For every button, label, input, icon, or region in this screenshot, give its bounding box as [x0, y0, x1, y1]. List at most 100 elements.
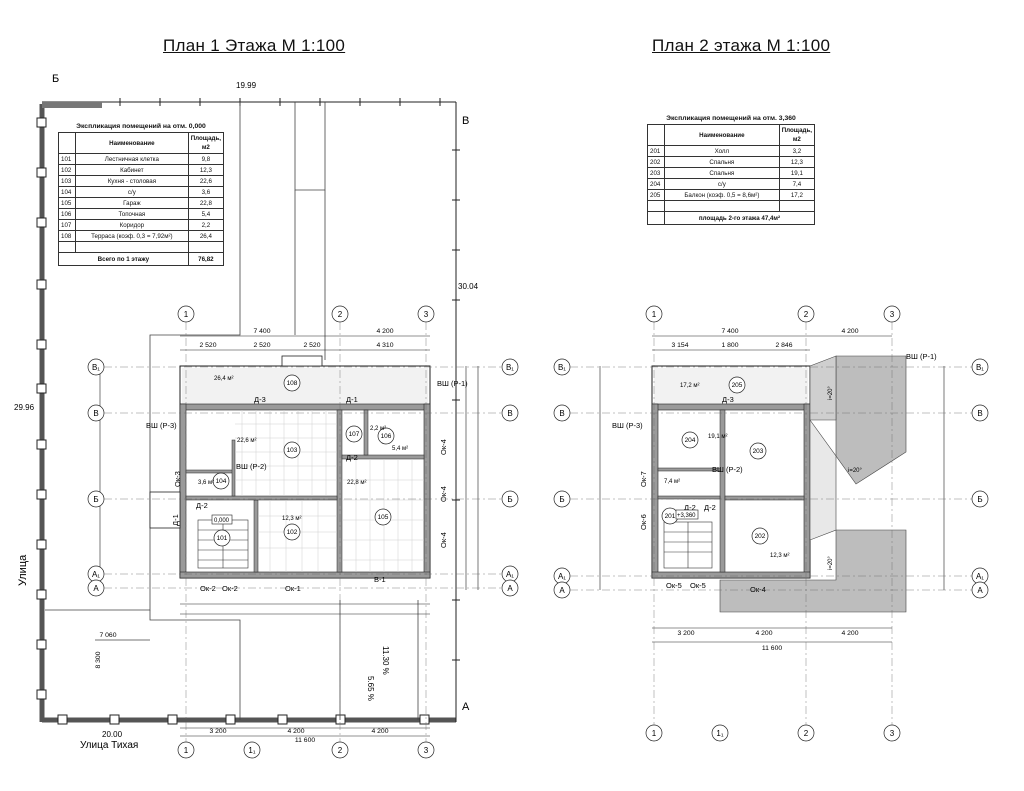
svg-text:Д-1: Д-1	[346, 395, 358, 404]
svg-text:Ок-2: Ок-2	[200, 584, 216, 593]
svg-text:3: 3	[424, 310, 429, 319]
col-name-header: Наименование	[75, 132, 189, 154]
svg-text:Ок-7: Ок-7	[639, 471, 648, 487]
plan2-room-areas: 17,2 м² 19,1 м² 12,3 м² 7,4 м²	[664, 383, 789, 559]
svg-text:2: 2	[804, 310, 809, 319]
svg-text:2 520: 2 520	[253, 342, 270, 349]
svg-text:1₁: 1₁	[248, 746, 255, 755]
col-area-header: Площадь, м2	[778, 124, 816, 146]
plan2-room-schedule: Экспликация помещений на отм. 3,360 Наим…	[647, 112, 816, 225]
plan1-room-markers: 101 102 103 104 105 106 107 108	[212, 374, 395, 547]
svg-text:7,4 м²: 7,4 м²	[664, 479, 680, 485]
svg-text:205: 205	[732, 382, 743, 389]
svg-text:22,8 м²: 22,8 м²	[347, 480, 366, 486]
svg-text:Б: Б	[977, 495, 982, 504]
svg-text:Б: Б	[507, 495, 512, 504]
svg-text:22,6 м²: 22,6 м²	[237, 438, 256, 444]
svg-text:20.00: 20.00	[102, 730, 123, 739]
plan2-building	[651, 355, 907, 613]
svg-text:i=20°: i=20°	[828, 555, 834, 570]
svg-text:А: А	[559, 586, 565, 595]
svg-text:4 200: 4 200	[287, 728, 304, 735]
room-105: 105	[378, 514, 389, 521]
street-side-label: Улица	[17, 554, 29, 586]
svg-text:5.65 %: 5.65 %	[366, 676, 375, 701]
svg-text:19.99: 19.99	[236, 81, 257, 90]
svg-text:Б: Б	[559, 495, 564, 504]
col-name-header: Наименование	[664, 124, 780, 146]
svg-text:2: 2	[338, 746, 343, 755]
svg-text:Д-2: Д-2	[684, 503, 696, 512]
svg-text:Д-3: Д-3	[722, 395, 734, 404]
svg-text:ВШ (Р-2): ВШ (Р-2)	[712, 465, 743, 474]
svg-text:В₁: В₁	[92, 363, 100, 372]
svg-text:2,2 м²: 2,2 м²	[370, 426, 386, 432]
svg-text:А₁: А₁	[976, 572, 984, 581]
svg-text:29.96: 29.96	[14, 403, 35, 412]
svg-text:26,4 м²: 26,4 м²	[214, 376, 233, 382]
svg-text:204: 204	[685, 437, 696, 444]
svg-text:12,3 м²: 12,3 м²	[770, 553, 789, 559]
svg-text:3: 3	[424, 746, 429, 755]
svg-text:А₁: А₁	[92, 570, 100, 579]
svg-text:2: 2	[338, 310, 343, 319]
svg-text:Д-3: Д-3	[254, 395, 266, 404]
svg-text:А: А	[462, 701, 470, 713]
plan2-labels: ВШ (Р-1) ВШ (Р-2) ВШ (Р-3) Д-2 Д-2 Д-3 О…	[612, 352, 937, 594]
svg-text:3,6 м²: 3,6 м²	[198, 480, 214, 486]
svg-text:5,4 м²: 5,4 м²	[392, 446, 408, 452]
plan2-table-caption: Экспликация помещений на отм. 3,360	[666, 114, 796, 122]
svg-text:4 200: 4 200	[371, 728, 388, 735]
plan2-axis-markers: 1 2 3 1 1₁ 2 3 В₁ В Б А₁ А В₁ В Б А₁ А	[553, 305, 989, 742]
svg-text:1: 1	[652, 310, 657, 319]
plan1-dimension-text: 7 400 4 200 2 520 2 520 2 520 4 310 3 20…	[95, 328, 394, 744]
svg-text:Ок-5: Ок-5	[666, 581, 682, 590]
fence-posts	[36, 117, 430, 725]
svg-text:Ок-2: Ок-2	[222, 584, 238, 593]
svg-text:4 200: 4 200	[841, 630, 858, 637]
plan1-labels: ВШ (Р-1) ВШ (Р-2) ВШ (Р-3) Д-1 Д-2 Д-2 Д…	[146, 379, 468, 593]
col-area-header: Площадь, м2	[187, 132, 225, 154]
svg-text:В: В	[462, 115, 469, 127]
boundary-ticks	[119, 98, 460, 661]
svg-text:19,1 м²: 19,1 м²	[708, 434, 727, 440]
svg-text:ВШ (Р-3): ВШ (Р-3)	[146, 421, 177, 430]
svg-text:Б: Б	[93, 495, 98, 504]
plan1-axis-lines	[104, 322, 502, 742]
svg-text:7 060: 7 060	[99, 632, 116, 639]
svg-text:В-1: В-1	[374, 575, 386, 584]
svg-text:4 200: 4 200	[841, 328, 858, 335]
plan1-room-areas: 26,4 м² 22,6 м² 3,6 м² 12,3 м² 22,8 м² 2…	[198, 376, 408, 522]
mark-0000: 0,000	[214, 518, 230, 524]
plan2-dimension-lines	[599, 335, 945, 643]
svg-text:1₁: 1₁	[716, 729, 723, 738]
svg-text:203: 203	[753, 448, 764, 455]
svg-text:В: В	[93, 409, 98, 418]
svg-text:11.30 %: 11.30 %	[381, 646, 390, 675]
svg-text:А: А	[977, 586, 983, 595]
street-bottom-label: Улица Тихая	[80, 740, 138, 751]
svg-text:Ок-4: Ок-4	[439, 532, 448, 548]
svg-text:Д-2: Д-2	[346, 453, 358, 462]
table-total-row: площадь 2-го этажа 47,4м²	[647, 211, 815, 225]
svg-text:В: В	[977, 409, 982, 418]
svg-text:3: 3	[890, 310, 895, 319]
svg-text:В: В	[559, 409, 564, 418]
svg-text:1: 1	[184, 746, 189, 755]
svg-text:17,2 м²: 17,2 м²	[680, 383, 699, 389]
svg-text:1: 1	[184, 310, 189, 319]
svg-text:7 400: 7 400	[253, 328, 270, 335]
svg-text:201: 201	[665, 513, 676, 520]
svg-text:2 846: 2 846	[775, 342, 792, 349]
svg-text:2 520: 2 520	[303, 342, 320, 349]
svg-text:Ок-4: Ок-4	[750, 585, 766, 594]
